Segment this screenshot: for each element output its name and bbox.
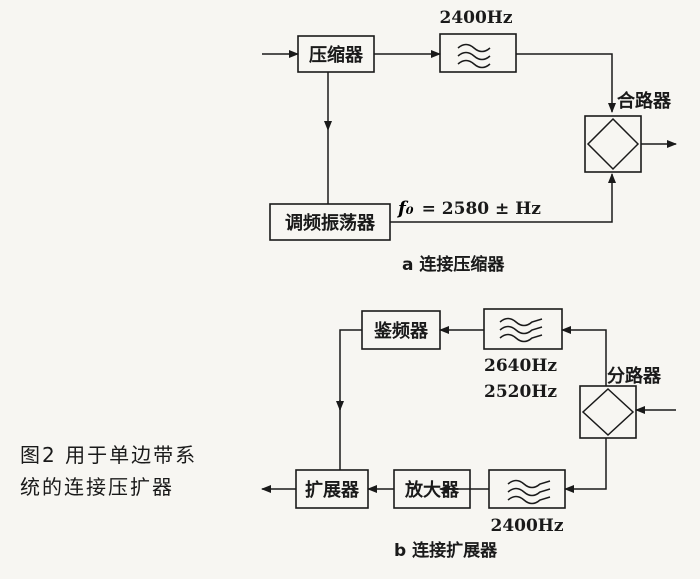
discriminator-label: 鉴频器 xyxy=(373,320,429,342)
caption-b: b 连接扩展器 xyxy=(394,540,498,561)
figure-caption-line2: 统的连接压扩器 xyxy=(20,475,174,499)
splitter-diamond-icon xyxy=(581,387,635,437)
filter-freq-label-a: 2400Hz xyxy=(439,8,512,28)
vco-label: 调频振荡器 xyxy=(285,212,376,234)
figure-caption: 图2 用于单边带系 统的连接压扩器 xyxy=(20,443,197,499)
filter-icon xyxy=(457,43,491,69)
combiner-label: 合路器 xyxy=(617,90,672,112)
expander-label: 扩展器 xyxy=(305,479,360,501)
splitter-label: 分路器 xyxy=(607,365,662,387)
figure-caption-line1: 图2 用于单边带系 xyxy=(20,443,197,467)
filter-box-a xyxy=(439,33,517,73)
band-freq-lower: 2520Hz xyxy=(484,382,557,402)
splitter-box xyxy=(579,385,637,439)
f0-label: f₀= 2580 ± Hz xyxy=(396,198,541,219)
splitter-to-lowpass-arrow xyxy=(564,438,607,493)
band-filter-box xyxy=(483,308,563,350)
caption-a: a 连接压缩器 xyxy=(402,254,505,275)
combiner-diamond-icon xyxy=(586,117,640,171)
amplifier-label: 放大器 xyxy=(404,479,460,501)
diagram-a: 压缩器 2400Hz 合路器 调频振荡器 f₀= 2580 ± Hz a 连接 xyxy=(262,8,677,275)
filter-to-combiner-arrow xyxy=(516,53,616,113)
diagram-b: 鉴频器 2640Hz 2520Hz 分路器 2400Hz xyxy=(261,308,676,561)
discriminator-to-expander-line xyxy=(339,329,362,470)
band-freq-upper: 2640Hz xyxy=(484,356,557,376)
band-filter-icon xyxy=(499,317,543,343)
vco-to-combiner-arrow xyxy=(390,173,616,223)
lowpass-freq-label-b: 2400Hz xyxy=(490,516,563,536)
compressor-label: 压缩器 xyxy=(309,44,364,66)
splitter-to-band-filter-arrow xyxy=(561,326,607,386)
lowpass-icon xyxy=(507,479,551,505)
combiner-box xyxy=(584,115,642,173)
